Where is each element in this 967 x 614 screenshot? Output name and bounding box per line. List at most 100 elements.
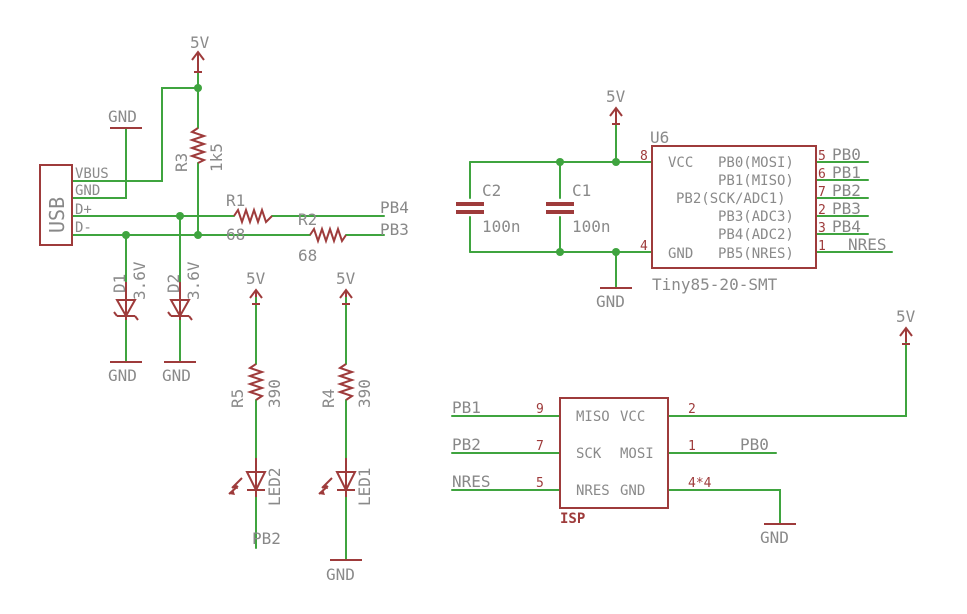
isp-pinnum-sck: 7 xyxy=(536,439,544,454)
isp-pin-mosi: MOSI xyxy=(620,446,654,462)
junction-dot xyxy=(194,231,202,239)
usb-pin-gnd: GND xyxy=(75,183,100,199)
usb-connector: USB VBUS GND D+ D- xyxy=(39,164,109,246)
net-label-pb1: PB1 xyxy=(452,398,481,417)
r5-name: R5 xyxy=(228,389,247,408)
vcc-symbol: 5V xyxy=(190,33,210,73)
r1-name: R1 xyxy=(226,191,245,210)
d1-value: 3.6V xyxy=(130,261,149,300)
isp-pin-gnd: GND xyxy=(620,483,645,499)
connector-isp: ISP MISO VCC SCK MOSI NRES GND 9 7 5 2 1… xyxy=(536,397,712,527)
led2-name: LED2 xyxy=(265,467,284,506)
gnd-symbol: GND xyxy=(326,559,362,584)
r1-value: 68 xyxy=(226,225,245,244)
u6-pin-pb0: PB0(MOSI) xyxy=(718,155,794,171)
net-label-pb2: PB2 xyxy=(452,435,481,454)
vcc-symbol: 5V xyxy=(246,269,266,305)
isp-pinnum-mosi: 1 xyxy=(688,439,696,454)
d2-name: D2 xyxy=(164,274,183,293)
r4-name: R4 xyxy=(319,389,338,408)
gnd-label: GND xyxy=(596,292,625,311)
ic-u6-tiny85: U6 Tiny85-20-SMT VCC GND PB0(MOSI) PB1(M… xyxy=(640,128,826,294)
u6-pinnum-pb3: 2 xyxy=(818,203,826,218)
gnd-label: GND xyxy=(760,528,789,547)
led1-name: LED1 xyxy=(355,467,374,506)
r2-value: 68 xyxy=(298,246,317,265)
u6-pinnum-vcc: 8 xyxy=(640,149,648,164)
gnd-symbol: GND xyxy=(108,107,142,129)
u6-pinnum-pb4: 3 xyxy=(818,221,826,236)
u6-pinnum-pb0: 5 xyxy=(818,149,826,164)
vcc-symbol: 5V xyxy=(336,269,356,305)
junction-dot xyxy=(612,248,620,256)
junction-dot xyxy=(194,84,202,92)
isp-pinnum-nres: 5 xyxy=(536,476,544,491)
isp-pin-vcc: VCC xyxy=(620,409,645,425)
vcc-label: 5V xyxy=(190,33,210,52)
u6-pin-pb2: PB2(SCK/ADC1) xyxy=(676,191,786,207)
junction-dot xyxy=(122,231,130,239)
resistor-r3: R3 1k5 xyxy=(172,127,226,172)
gnd-symbol: GND xyxy=(108,361,142,385)
usb-wires xyxy=(71,64,385,561)
u6-pinnum-pb1: 6 xyxy=(818,167,826,182)
u6-part: Tiny85-20-SMT xyxy=(652,275,778,294)
vcc-label: 5V xyxy=(336,269,356,288)
gnd-label: GND xyxy=(162,366,191,385)
c2-value: 100n xyxy=(482,217,521,236)
c1-name: C1 xyxy=(572,181,591,200)
r3-name: R3 xyxy=(172,153,191,172)
u6-pin-pb4: PB4(ADC2) xyxy=(718,227,794,243)
isp-wires xyxy=(451,341,907,525)
isp-pin-miso: MISO xyxy=(576,409,610,425)
net-label-pb3: PB3 xyxy=(380,220,409,239)
r5-value: 390 xyxy=(265,379,284,408)
u6-pin-pb1: PB1(MISO) xyxy=(718,173,794,189)
resistor-r1: R1 68 xyxy=(226,191,273,244)
zener-d1: D1 3.6V xyxy=(110,261,149,321)
isp-pin-sck: SCK xyxy=(576,446,602,462)
r2-name: R2 xyxy=(298,210,317,229)
vcc-label: 5V xyxy=(246,269,266,288)
vcc-label: 5V xyxy=(606,87,626,106)
vcc-symbol: 5V xyxy=(896,307,916,345)
r4-value: 390 xyxy=(355,379,374,408)
usb-label: USB xyxy=(45,197,69,233)
isp-pinnum-miso: 9 xyxy=(536,402,544,417)
isp-pinnum-vcc: 2 xyxy=(688,402,696,417)
junction-dot xyxy=(176,212,184,220)
vcc-label: 5V xyxy=(896,307,916,326)
resistor-r2: R2 68 xyxy=(298,210,347,265)
led-led1: LED1 xyxy=(318,458,374,506)
resistor-r4: R4 390 xyxy=(319,363,374,408)
isp-pin-nres: NRES xyxy=(576,483,610,499)
junction-dot xyxy=(556,158,564,166)
isp-name: ISP xyxy=(560,511,585,527)
isp-pinnum-gnd: 4*4 xyxy=(688,476,712,491)
led-led2: LED2 xyxy=(228,458,284,506)
c1-value: 100n xyxy=(572,217,611,236)
net-label-pb3: PB3 xyxy=(832,199,861,218)
net-label-pb1: PB1 xyxy=(832,163,861,182)
u6-name: U6 xyxy=(650,128,669,147)
gnd-label: GND xyxy=(108,107,137,126)
net-label-pb2: PB2 xyxy=(252,529,281,548)
capacitor-c1: C1 100n xyxy=(546,181,611,236)
capacitor-c2: C2 100n xyxy=(456,181,521,236)
net-label-pb4: PB4 xyxy=(832,217,861,236)
junction-dot xyxy=(612,158,620,166)
gnd-symbol: GND xyxy=(596,287,632,311)
gnd-label: GND xyxy=(326,565,355,584)
u6-pin-pb3: PB3(ADC3) xyxy=(718,209,794,225)
d1-name: D1 xyxy=(110,274,129,293)
net-label-pb2: PB2 xyxy=(832,181,861,200)
net-label-nres: NRES xyxy=(848,235,887,254)
vcc-symbol: 5V xyxy=(606,87,626,125)
usb-pin-vbus: VBUS xyxy=(75,166,109,182)
net-label-pb0: PB0 xyxy=(832,145,861,164)
gnd-symbol: GND xyxy=(162,361,196,385)
zener-d2: D2 3.6V xyxy=(164,261,203,321)
gnd-symbol: GND xyxy=(760,523,796,547)
c2-name: C2 xyxy=(482,181,501,200)
